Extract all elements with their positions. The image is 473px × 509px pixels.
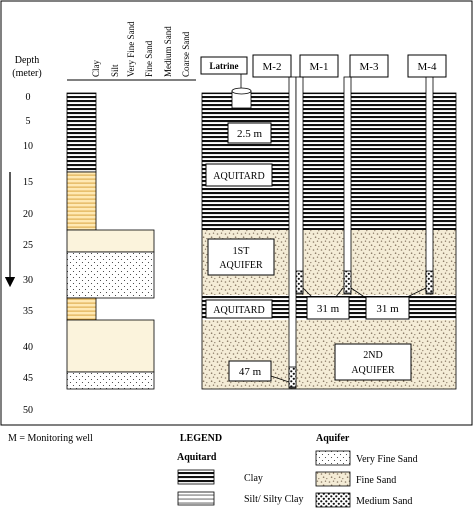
well-m4-label-box — [407, 54, 447, 78]
log-silt-upper — [66, 171, 97, 231]
well-m4-casing — [425, 76, 434, 295]
m2-distance-leader — [270, 375, 290, 383]
cross-section — [201, 74, 457, 390]
well-m1-casing — [295, 76, 304, 295]
m3-distance-box — [365, 296, 410, 320]
legend-aquitard-heading: Aquitard — [177, 452, 217, 463]
layer-labels: 2.5 m AQUITARD 1ST AQUIFER AQUITARD 2ND … — [205, 122, 412, 381]
legend-very-fine-sand-swatch — [315, 450, 351, 466]
legend-fine-sand-label: Fine Sand — [356, 475, 396, 486]
well-m3-casing — [343, 76, 352, 295]
m3-distance-label: 31 m — [376, 303, 399, 315]
well-m2-casing — [288, 76, 297, 389]
well-m2-label: M-2 — [263, 61, 282, 73]
depth-tick-label: 35 — [23, 306, 33, 317]
second-aquifer-box — [334, 343, 412, 381]
well-m3-screen — [343, 270, 352, 294]
well-m3-label-box — [349, 54, 389, 78]
legend-silt-label: Silt/ Silty Clay — [244, 494, 303, 505]
latrine-depth-box — [227, 122, 272, 144]
well-m4-label: M-4 — [418, 61, 437, 73]
well-m4-screen — [425, 270, 434, 294]
latrine-label-box — [200, 56, 248, 75]
log-fine-sand-band — [66, 229, 155, 253]
log-clay-upper — [66, 92, 97, 173]
legend: LEGEND Aquitard Aquifer Clay Silt/ Silty… — [177, 433, 418, 508]
m3-distance-leader — [350, 287, 367, 299]
cross-section-border — [201, 92, 457, 390]
aquitard-top-label: AQUITARD — [213, 171, 264, 182]
footnote: M = Monitoring well — [8, 433, 93, 444]
m3-distance-leader-right — [404, 287, 427, 299]
well-labels: Latrine M-2 M-1 M-3 M-4 — [200, 54, 447, 78]
legend-silt-swatch — [177, 491, 215, 506]
latrine-depth-label: 2.5 m — [237, 128, 263, 140]
depth-header-line2: (meter) — [12, 68, 41, 79]
legend-clay-swatch — [177, 469, 215, 485]
well-m2-screen — [288, 366, 297, 388]
grain-header-fine-sand: Fine Sand — [144, 40, 154, 77]
depth-tick-label: 15 — [23, 177, 33, 188]
m1-distance-box — [306, 296, 350, 320]
depth-header-line1: Depth — [15, 55, 39, 66]
depth-tick-label: 10 — [23, 141, 33, 152]
second-aquifer-label-line1: 2ND — [363, 350, 382, 361]
well-m1-label: M-1 — [310, 61, 329, 73]
second-aquifer-label-line2: AQUIFER — [351, 365, 395, 376]
grain-header-coarse-sand: Coarse Sand — [181, 31, 191, 77]
well-m1-screen — [295, 270, 304, 294]
latrine-pit-top — [231, 87, 252, 95]
depth-tick-label: 0 — [26, 92, 31, 103]
log-very-fine-sand — [66, 251, 155, 299]
aquitard-top-box — [205, 163, 273, 187]
log-fine-sand-lower — [66, 319, 155, 373]
upper-aquitard-clay — [202, 93, 456, 230]
legend-title: LEGEND — [180, 433, 222, 444]
outer-frame — [0, 0, 473, 426]
depth-axis: 0 5 10 15 20 25 30 35 40 45 50 — [23, 92, 33, 416]
m1-distance-label: 31 m — [317, 303, 340, 315]
first-aquifer-box — [207, 238, 275, 276]
m1-distance-leader-right — [334, 287, 344, 299]
depth-tick-label: 30 — [23, 275, 33, 286]
depth-tick-label: 40 — [23, 342, 33, 353]
grain-header-clay: Clay — [91, 60, 101, 77]
well-m2-label-box — [252, 54, 292, 78]
distance-labels: 31 m 31 m 47 m — [228, 287, 427, 383]
m2-distance-box — [228, 360, 272, 382]
depth-tick-label: 45 — [23, 373, 33, 384]
grain-header-medium-sand: Medium Sand — [163, 26, 173, 77]
m2-distance-label: 47 m — [239, 366, 262, 378]
aquitard-mid-box — [205, 299, 273, 319]
aquitard-mid-label: AQUITARD — [213, 305, 264, 316]
well-m1-label-box — [299, 54, 339, 78]
legend-medium-sand-swatch — [315, 492, 351, 508]
latrine-label: Latrine — [210, 61, 239, 71]
legend-medium-sand-label: Medium Sand — [356, 496, 412, 507]
depth-tick-label: 5 — [26, 116, 31, 127]
well-m3-label: M-3 — [360, 61, 379, 73]
log-silt-lower — [66, 297, 97, 321]
first-aquifer-label-line1: 1ST — [233, 246, 250, 257]
legend-fine-sand-swatch — [315, 471, 351, 487]
depth-tick-label: 50 — [23, 405, 33, 416]
log-very-fine-sand-bottom — [66, 371, 155, 390]
grain-size-headers: Clay Silt Very Fine Sand Fine Sand Mediu… — [91, 21, 191, 77]
grain-header-silt: Silt — [110, 64, 120, 77]
depth-tick-label: 20 — [23, 209, 33, 220]
legend-clay-label: Clay — [244, 473, 263, 484]
legend-very-fine-sand-label: Very Fine Sand — [356, 454, 418, 465]
first-aquifer-label-line2: AQUIFER — [219, 260, 263, 271]
depth-tick-label: 25 — [23, 240, 33, 251]
m1-distance-leader — [302, 287, 314, 299]
grain-size-log — [66, 92, 155, 390]
grain-header-very-fine-sand: Very Fine Sand — [126, 21, 136, 77]
legend-aquifer-heading: Aquifer — [316, 433, 350, 444]
